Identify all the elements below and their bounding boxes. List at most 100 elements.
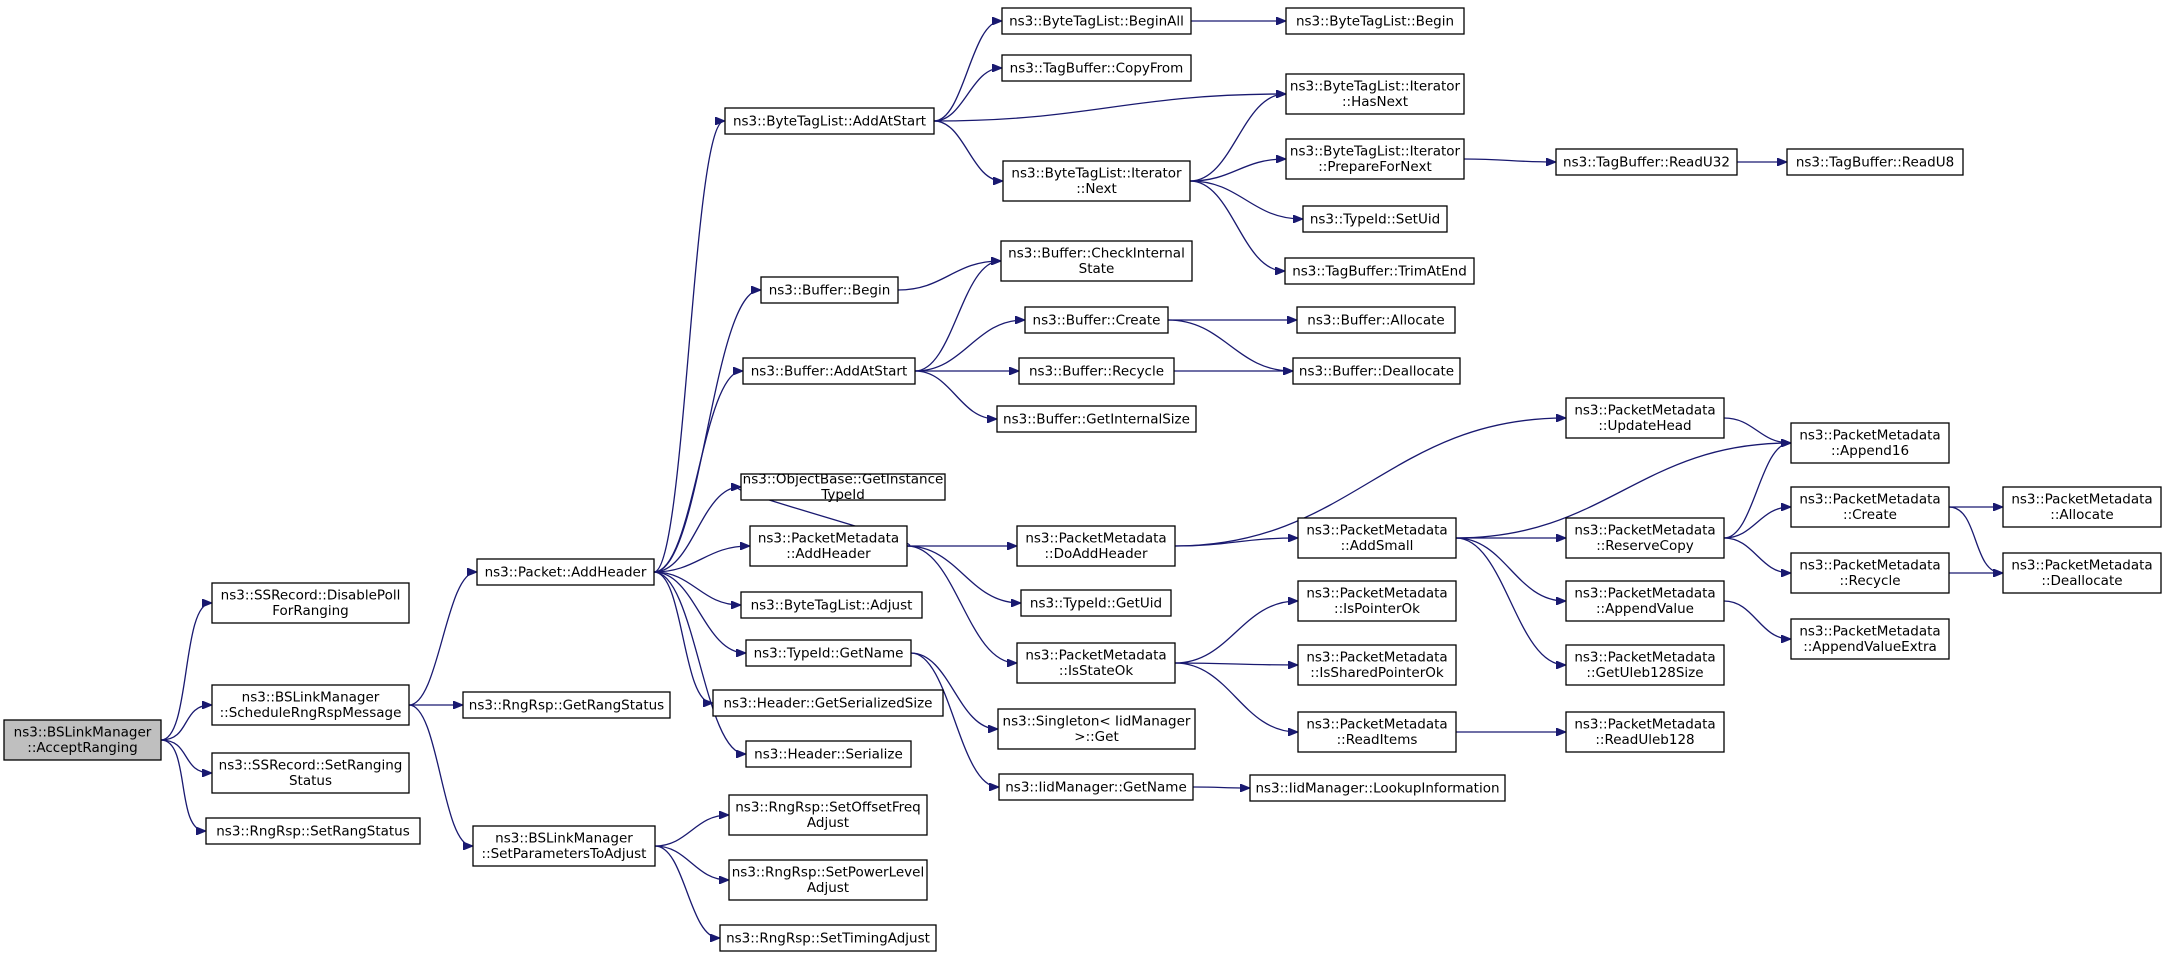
node-box [1249,774,1506,802]
node-ns3-buffer-getinternalsize[interactable]: ns3::Buffer::GetInternalSize [996,405,1197,433]
node-ns3-packetmetadata-readitems[interactable]: ns3::PacketMetadata::ReadItems [1297,711,1457,753]
edge-n0-to-n1 [160,603,211,741]
node-label-line: ns3::Singleton< IidManager [1003,714,1191,730]
node-ns3-packetmetadata-allocate[interactable]: ns3::PacketMetadata::Allocate [2002,486,2162,528]
node-ns3-packetmetadata-addheader[interactable]: ns3::PacketMetadata::AddHeader [749,525,908,567]
edge-n34-to-n45 [1463,159,1555,162]
node-ns3-bytetaglist-addatstart[interactable]: ns3::ByteTagList::AddAtStart [724,107,935,135]
node-label-line: ns3::IidManager::GetName [1005,779,1187,795]
node-ns3-packet-addheader[interactable]: ns3::Packet::AddHeader [476,558,655,586]
node-label-line: ns3::TypeId::GetUid [1030,595,1162,611]
node-ns3-packetmetadata-doaddheader[interactable]: ns3::PacketMetadata::DoAddHeader [1016,525,1176,567]
node-ns3-bslinkmanager-schedulerngrspmessage[interactable]: ns3::BSLinkManager::ScheduleRngRspMessag… [211,684,410,726]
edge-n40-to-n49 [1455,537,1565,665]
node-label-line: ns3::ByteTagList::Begin [1296,13,1454,29]
node-label-line: ns3::PacketMetadata [1799,624,1940,640]
node-ns3-bytetaglist-adjust[interactable]: ns3::ByteTagList::Adjust [740,591,923,619]
node-ns3-packetmetadata-append16[interactable]: ns3::PacketMetadata::Append16 [1790,422,1950,464]
node-box [1555,148,1738,176]
node-label-line: ::ReserveCopy [1596,538,1694,554]
node-box [712,689,944,717]
node-ns3-packetmetadata-ispointerok[interactable]: ns3::PacketMetadata::IsPointerOk [1297,580,1457,622]
node-box [1285,138,1465,180]
node-ns3-typeid-getuid[interactable]: ns3::TypeId::GetUid [1020,589,1172,617]
node-ns3-packetmetadata-create[interactable]: ns3::PacketMetadata::Create [1790,486,1950,528]
node-ns3-iidmanager-lookupinformation[interactable]: ns3::IidManager::LookupInformation [1249,774,1506,802]
node-box [3,719,162,761]
edge-n40-to-n51 [1455,443,1790,539]
node-label-line: ns3::SSRecord::SetRanging [219,758,403,774]
node-ns3-bytetaglist-iterator-preparefornext[interactable]: ns3::ByteTagList::Iterator::PrepareForNe… [1285,138,1465,180]
node-box [728,794,928,836]
node-ns3-tagbuffer-trimatend[interactable]: ns3::TagBuffer::TrimAtEnd [1284,257,1475,285]
node-ns3-bytetaglist-iterator-next[interactable]: ns3::ByteTagList::Iterator::Next [1002,160,1191,202]
node-label-line: ns3::RngRsp::SetTimingAdjust [726,930,930,946]
node-box [2002,486,2162,528]
node-ns3-packetmetadata-isstateok[interactable]: ns3::PacketMetadata::IsStateOk [1016,642,1176,684]
node-ns3-packetmetadata-recycle[interactable]: ns3::PacketMetadata::Recycle [1790,552,1950,594]
edge-n22-to-n34 [1189,159,1285,182]
node-box [1016,525,1176,567]
node-ns3-packetmetadata-readuleb128[interactable]: ns3::PacketMetadata::ReadUleb128 [1565,711,1725,753]
node-ns3-singleton-iidmanager-get[interactable]: ns3::Singleton< IidManager>::Get [997,708,1196,750]
node-ns3-bytetaglist-begin[interactable]: ns3::ByteTagList::Begin [1285,7,1465,35]
node-ns3-buffer-create[interactable]: ns3::Buffer::Create [1024,306,1169,334]
edge-n29-to-n42 [1174,663,1297,665]
node-box [1790,422,1950,464]
node-ns3-tagbuffer-readu32[interactable]: ns3::TagBuffer::ReadU32 [1555,148,1738,176]
edge-n8-to-n20 [933,21,1001,122]
node-label-line: ::Append16 [1831,443,1909,459]
node-ns3-bslinkmanager-acceptranging[interactable]: ns3::BSLinkManager::AcceptRanging [3,719,162,761]
node-label-line: ns3::Buffer::AddAtStart [751,363,908,379]
node-ns3-typeid-setuid[interactable]: ns3::TypeId::SetUid [1302,205,1448,233]
node-ns3-rngrsp-getrangstatus[interactable]: ns3::RngRsp::GetRangStatus [462,691,671,719]
node-ns3-packetmetadata-addsmall[interactable]: ns3::PacketMetadata::AddSmall [1297,517,1457,559]
node-label-line: ns3::Buffer::Deallocate [1299,363,1454,379]
edge-n14-to-n30 [910,652,997,729]
edges-layer [160,21,2002,938]
node-ns3-rngrsp-setrangstatus[interactable]: ns3::RngRsp::SetRangStatus [205,817,421,845]
node-box [211,582,410,624]
node-ns3-typeid-getname[interactable]: ns3::TypeId::GetName [745,639,912,667]
edge-n47-to-n53 [1723,537,1790,573]
node-ns3-buffer-deallocate[interactable]: ns3::Buffer::Deallocate [1292,357,1461,385]
node-ns3-tagbuffer-copyfrom[interactable]: ns3::TagBuffer::CopyFrom [1001,54,1192,82]
node-ns3-iidmanager-getname[interactable]: ns3::IidManager::GetName [998,773,1194,801]
node-ns3-bslinkmanager-setparameterstoadjust[interactable]: ns3::BSLinkManager::SetParametersToAdjus… [472,825,656,867]
node-ns3-packetmetadata-getuleb128size[interactable]: ns3::PacketMetadata::GetUleb128Size [1565,644,1725,686]
node-label-line: ::Create [1843,507,1897,523]
node-box [1296,306,1456,334]
node-label-line: ForRanging [272,603,348,619]
node-box [1002,160,1191,202]
node-ns3-buffer-begin[interactable]: ns3::Buffer::Begin [760,276,899,304]
node-ns3-packetmetadata-updatehead[interactable]: ns3::PacketMetadata::UpdateHead [1565,397,1725,439]
node-ns3-buffer-recycle[interactable]: ns3::Buffer::Recycle [1018,357,1175,385]
node-ns3-bytetaglist-beginall[interactable]: ns3::ByteTagList::BeginAll [1001,7,1192,35]
node-box [724,107,935,135]
edge-n22-to-n33 [1189,94,1285,182]
node-label-line: ns3::Header::GetSerializedSize [724,695,933,711]
node-ns3-packetmetadata-deallocate[interactable]: ns3::PacketMetadata::Deallocate [2002,552,2162,594]
node-ns3-header-getserializedsize[interactable]: ns3::Header::GetSerializedSize [712,689,944,717]
node-ns3-rngrsp-settimingadjust[interactable]: ns3::RngRsp::SetTimingAdjust [719,924,937,952]
node-ns3-buffer-addatstart[interactable]: ns3::Buffer::AddAtStart [742,357,916,385]
node-box [745,639,912,667]
node-ns3-buffer-allocate[interactable]: ns3::Buffer::Allocate [1296,306,1456,334]
node-ns3-packetmetadata-appendvalueextra[interactable]: ns3::PacketMetadata::AppendValueExtra [1790,618,1950,660]
node-ns3-packetmetadata-reservecopy[interactable]: ns3::PacketMetadata::ReserveCopy [1565,517,1725,559]
node-ns3-packetmetadata-appendvalue[interactable]: ns3::PacketMetadata::AppendValue [1565,580,1725,622]
node-label-line: ns3::ByteTagList::Iterator [1290,79,1461,95]
node-label-line: ns3::Buffer::Recycle [1029,363,1164,379]
node-ns3-tagbuffer-readu8[interactable]: ns3::TagBuffer::ReadU8 [1786,148,1964,176]
node-ns3-packetmetadata-issharedpointerok[interactable]: ns3::PacketMetadata::IsSharedPointerOk [1297,644,1457,686]
node-ns3-bytetaglist-iterator-hasnext[interactable]: ns3::ByteTagList::Iterator::HasNext [1285,73,1465,115]
node-label-line: ns3::PacketMetadata [1306,586,1447,602]
node-ns3-header-serialize[interactable]: ns3::Header::Serialize [745,740,912,768]
